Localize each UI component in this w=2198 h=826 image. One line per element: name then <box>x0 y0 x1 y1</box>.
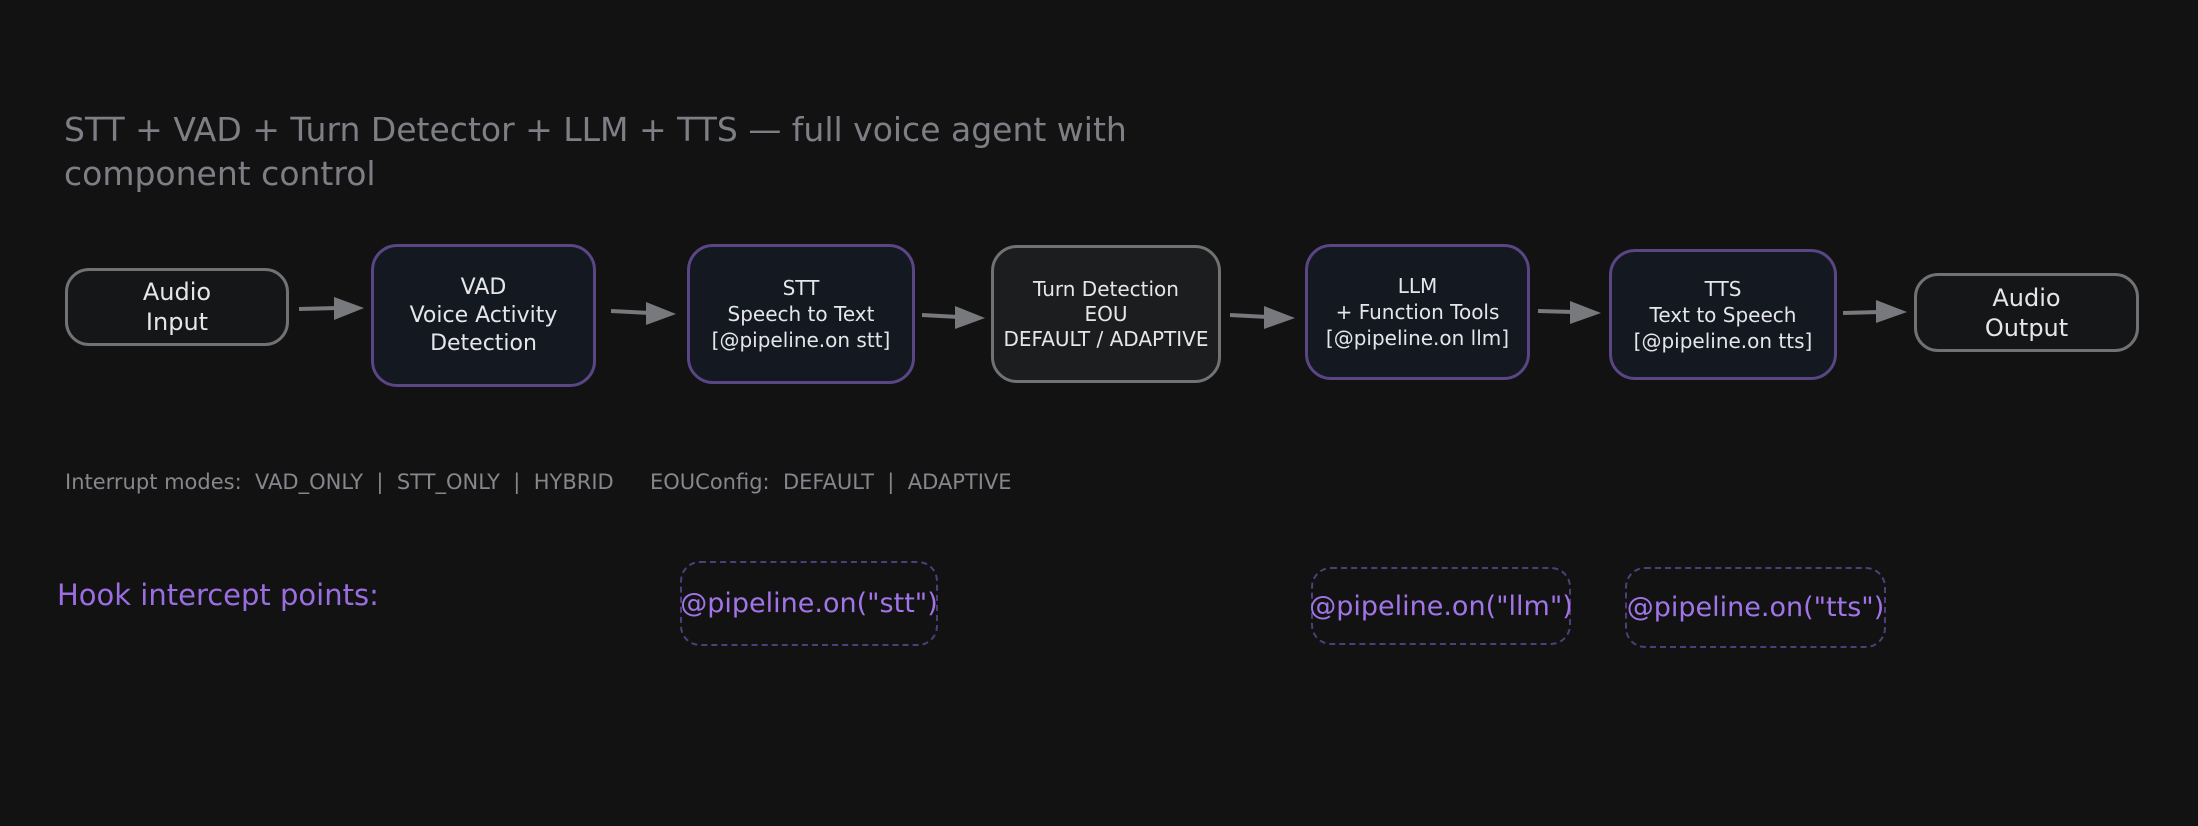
audio-output-node: Audio Output <box>1914 273 2139 352</box>
audio-input-line-1: Audio <box>142 278 212 306</box>
turn-line-2: EOU <box>1084 301 1128 326</box>
arrow-input-to-vad <box>298 297 364 320</box>
stt-line-3: [@pipeline.on stt] <box>711 328 891 352</box>
hook-stt: @pipeline.on("stt") <box>680 561 938 646</box>
diagram-title: STT + VAD + Turn Detector + LLM + TTS — … <box>64 110 1127 193</box>
arrow-turn-to-llm <box>1229 306 1295 329</box>
turn-line-1: Turn Detection <box>1033 276 1179 301</box>
tts-line-2: Text to Speech <box>1649 302 1797 327</box>
audio-output-line-2: Output <box>1984 313 2069 342</box>
tts-line-3: [@pipeline.on tts] <box>1633 328 1813 353</box>
interrupt-modes-label: Interrupt modes: VAD_ONLY | STT_ONLY | H… <box>65 470 614 494</box>
turn-detection-node: Turn Detection EOU DEFAULT / ADAPTIVE <box>991 245 1221 383</box>
vad-line-3: Detection <box>430 330 537 356</box>
arrow-llm-to-tts <box>1537 301 1601 324</box>
stt-node: STT Speech to Text [@pipeline.on stt] <box>687 244 915 384</box>
hook-intercept-title: Hook intercept points: <box>57 578 379 612</box>
tts-line-1: TTS <box>1704 276 1742 301</box>
audio-input-line-2: Input <box>145 308 209 336</box>
arrow-stt-to-turn <box>921 306 985 329</box>
stt-line-1: STT <box>782 276 820 300</box>
vad-line-1: VAD <box>460 274 507 300</box>
turn-line-3: DEFAULT / ADAPTIVE <box>1003 326 1209 351</box>
llm-node: LLM + Function Tools [@pipeline.on llm] <box>1305 244 1530 380</box>
vad-line-2: Voice Activity <box>409 302 558 328</box>
llm-line-1: LLM <box>1397 274 1438 298</box>
llm-line-2: + Function Tools <box>1335 300 1500 324</box>
vad-node: VAD Voice Activity Detection <box>371 244 596 387</box>
eou-config-label: EOUConfig: DEFAULT | ADAPTIVE <box>650 470 1012 494</box>
audio-input-node: Audio Input <box>65 268 289 346</box>
stt-line-2: Speech to Text <box>727 302 875 326</box>
llm-line-3: [@pipeline.on llm] <box>1325 326 1510 350</box>
arrow-tts-to-output <box>1842 300 1907 323</box>
audio-output-line-1: Audio <box>1992 283 2061 312</box>
arrow-vad-to-stt <box>610 302 676 325</box>
hook-tts: @pipeline.on("tts") <box>1625 567 1886 648</box>
hook-llm: @pipeline.on("llm") <box>1309 567 1573 645</box>
tts-node: TTS Text to Speech [@pipeline.on tts] <box>1609 249 1837 380</box>
